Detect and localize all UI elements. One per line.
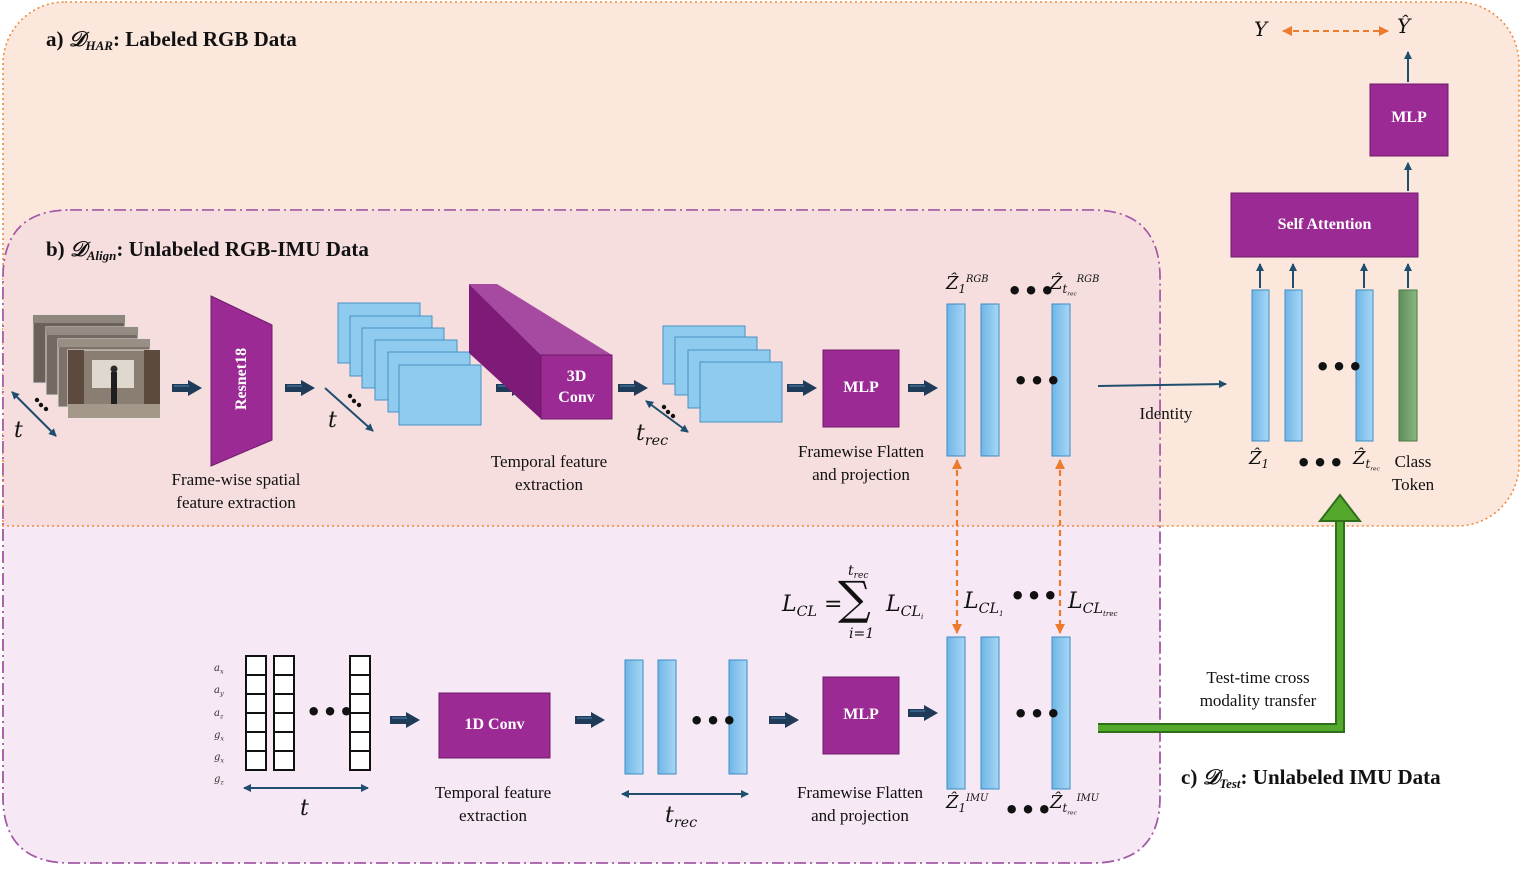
t-label-imu: t — [300, 796, 309, 821]
mlp-head-label: MLP — [1391, 109, 1427, 126]
attention-token-bar — [1355, 289, 1374, 442]
imu-channel-az: az — [214, 707, 224, 720]
attention-token-bar — [1284, 289, 1303, 442]
z1-imu-label: Ẑ1IMU — [946, 792, 989, 816]
self-attention-label: Self Attention — [1277, 216, 1372, 233]
rgb-embedding-bar — [1051, 303, 1071, 457]
conv3d-block — [469, 284, 613, 420]
identity-arrow — [1097, 380, 1227, 389]
align-border — [2, 209, 1161, 864]
ztrec-rgb-label: ẐtrecRGB — [1050, 273, 1100, 298]
resnet18-label: Resnet18 — [233, 347, 250, 411]
z1-rgb-label: Ẑ1RGB — [946, 273, 989, 297]
align-title: b) 𝒟Align: Unlabeled RGB-IMU Data — [46, 236, 369, 263]
t-axis-arrow — [324, 387, 374, 432]
ztrec-imu-label: ẐtrecIMU — [1050, 792, 1100, 817]
imu-temporal-bar — [657, 659, 677, 775]
transfer-arrow-head — [1317, 493, 1363, 522]
attention-token-bar — [1251, 289, 1270, 442]
conv1d-label: 1D Conv — [464, 716, 525, 733]
diagonal-dots — [34, 397, 49, 412]
har-boundary-overlap — [2, 460, 1160, 527]
imu-embedding-bar — [980, 636, 1000, 790]
loss-cltrec: LCLtrec — [1068, 589, 1118, 619]
imu-channel-gx: gx — [214, 729, 225, 743]
conv1d-block — [438, 692, 551, 759]
trec-axis-arrow — [645, 400, 689, 433]
ellipsis: ••• — [1007, 277, 1057, 305]
class-token-bar — [1398, 289, 1418, 442]
ellipsis: ••• — [306, 698, 356, 726]
imu-channel-gx2: gx — [214, 752, 225, 765]
ellipsis: ••• — [1013, 367, 1063, 395]
feature-map-stack — [337, 302, 482, 426]
time-axis-arrow — [11, 391, 57, 437]
temporal-feature-stack — [662, 325, 783, 423]
imu-embedding-bar — [1051, 636, 1071, 790]
ellipsis: ••• — [1296, 449, 1346, 477]
trec-label-imu: trec — [665, 803, 698, 831]
ellipsis: ••• — [1004, 796, 1054, 824]
transfer-arrow — [1098, 520, 1343, 731]
t-label-features: t — [328, 408, 337, 433]
imu-embedding-bar — [946, 636, 966, 790]
sum-upper: trec — [848, 563, 869, 582]
imu-temporal-bar — [728, 659, 748, 775]
imu-channel-gz: gz — [214, 774, 224, 787]
loss-cl1: LCL1 — [964, 589, 1004, 619]
ellipsis: ••• — [1315, 353, 1365, 381]
test-title: c) 𝒟Test: Unlabeled IMU Data — [1181, 764, 1441, 791]
mlp-imu-label: MLP — [843, 706, 879, 723]
self-attention-block — [1230, 192, 1419, 258]
identity-label: Identity — [1139, 404, 1193, 423]
rgb-embedding-bar — [946, 303, 966, 457]
mlp-imu-block — [822, 676, 900, 755]
imu-channel-ay: ay — [214, 685, 224, 698]
y-label: Y — [1254, 17, 1268, 41]
sum-symbol: ∑ — [838, 571, 871, 625]
har-title: a) 𝒟HAR: Labeled RGB Data — [46, 26, 297, 53]
sum-lower: i=1 — [849, 626, 875, 642]
ellipsis: ••• — [1013, 700, 1063, 728]
mlp-head-block — [1369, 83, 1449, 157]
loss-sum-term: LCLi — [886, 592, 924, 622]
imu-temporal-bar — [624, 659, 644, 775]
rgb-embedding-bar — [980, 303, 1000, 457]
resnet18-block — [210, 295, 273, 467]
imu-channel-ax: ax — [214, 663, 224, 676]
diagonal-dots — [661, 404, 676, 419]
t-label-frames: t — [14, 418, 23, 443]
trec-label-rgb: trec — [636, 421, 669, 449]
ztrec-token-label: Ẑtrec — [1353, 448, 1380, 473]
mlp-rgb-label: MLP — [843, 379, 879, 396]
z1-token-label: Ẑ1 — [1249, 448, 1269, 472]
ellipsis: ••• — [1010, 582, 1060, 610]
mlp-rgb-block — [822, 349, 900, 428]
ellipsis: ••• — [689, 707, 739, 735]
imu-sensor-grid — [245, 655, 371, 771]
diagonal-dots — [347, 393, 362, 408]
imu-channel-labels: ax ay az gx gx gz — [214, 659, 224, 793]
y-hat-label: Ŷ — [1397, 14, 1411, 38]
loss-total-lhs: LCL = — [782, 592, 843, 620]
video-frame-stack — [32, 314, 161, 419]
